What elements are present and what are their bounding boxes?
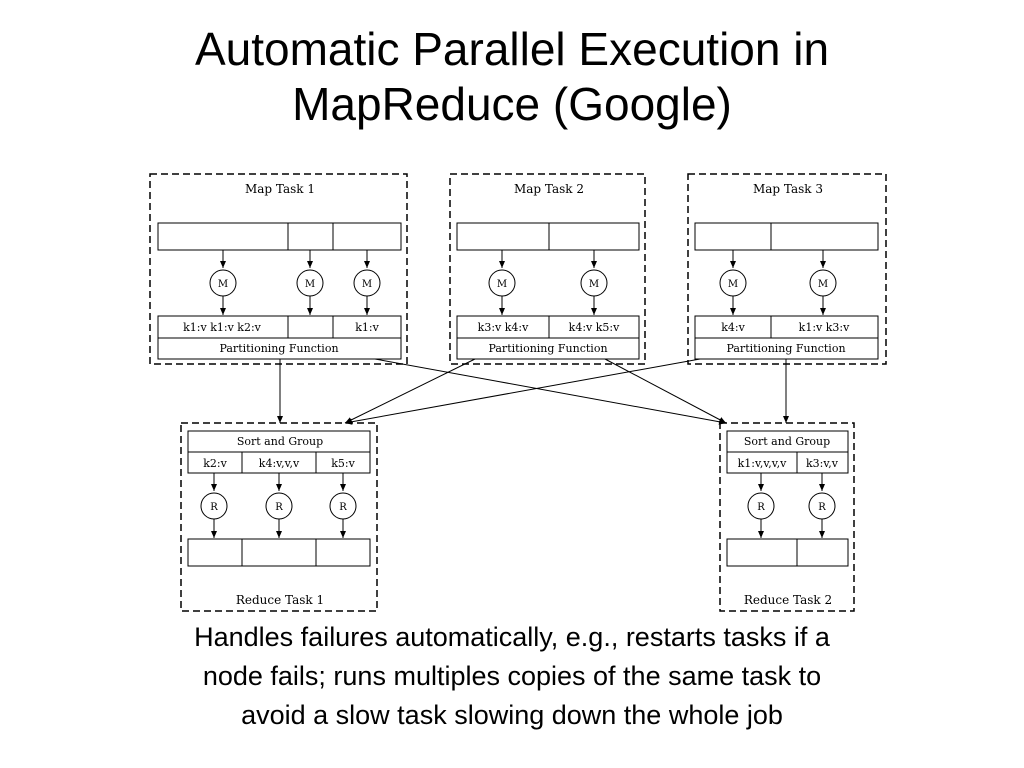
svg-text:M: M	[305, 279, 315, 290]
svg-text:R: R	[757, 502, 765, 513]
caption-line-1: Handles failures automatically, e.g., re…	[194, 622, 830, 652]
mapper-node: M	[809, 269, 837, 297]
map-task-1-label: Map Task 1	[245, 182, 315, 196]
reduce-task-2: Sort and Group k1:v,v,v,v k3:v,v R R Red…	[719, 422, 855, 612]
reducer-node: R	[747, 492, 775, 520]
reduce-group-cell: k3:v,v	[806, 457, 839, 470]
mapper-node: M	[296, 269, 324, 297]
map-output-cell: k1:v	[355, 321, 379, 334]
map-task-1-frame	[149, 173, 408, 365]
svg-text:R: R	[275, 502, 283, 513]
map-task-3-frame	[687, 173, 887, 365]
slide-title-line-1: Automatic Parallel Execution in	[194, 23, 830, 75]
reducer-node: R	[808, 492, 836, 520]
map-task-1: Map Task 1 M M M	[149, 173, 408, 365]
caption-line-3: avoid a slow task slowing down the whole…	[241, 700, 783, 730]
reduce-task-1-label: Reduce Task 1	[236, 593, 324, 607]
map-task-1-partitioning-function: Partitioning Function	[157, 337, 402, 360]
map-task-3-input-splits	[694, 222, 879, 251]
svg-text:Sort and Group: Sort and Group	[744, 435, 830, 448]
svg-text:Partitioning Function: Partitioning Function	[726, 342, 845, 355]
map-task-1-output-buffer: k1:v k1:v k2:v k1:v	[157, 315, 402, 339]
map-task-2-input-splits	[456, 222, 640, 251]
map-task-2-label: Map Task 2	[514, 182, 584, 196]
map-task-2-partitioning-function: Partitioning Function	[456, 337, 640, 360]
reduce-task-1-arrows	[211, 473, 346, 538]
svg-text:R: R	[339, 502, 347, 513]
slide-title-line-2: MapReduce (Google)	[292, 78, 732, 130]
reducer-node: R	[329, 492, 357, 520]
reduce-task-2-label: Reduce Task 2	[744, 593, 832, 607]
reduce-group-cell: k5:v	[331, 457, 355, 470]
reduce-task-1: Sort and Group k2:v k4:v,v,v k5:v R R	[180, 422, 378, 612]
reduce-task-1-groups: k2:v k4:v,v,v k5:v	[187, 451, 371, 474]
reduce-task-2-groups: k1:v,v,v,v k3:v,v	[726, 451, 849, 474]
mapper-node: M	[719, 269, 747, 297]
map-task-2-arrows	[499, 250, 597, 315]
reducer-node: R	[200, 492, 228, 520]
svg-text:Sort and Group: Sort and Group	[237, 435, 323, 448]
reduce-task-1-frame	[180, 422, 378, 612]
svg-text:R: R	[818, 502, 826, 513]
svg-text:M: M	[218, 279, 228, 290]
mapper-node: M	[353, 269, 381, 297]
reduce-group-cell: k2:v	[203, 457, 227, 470]
map-task-3-label: Map Task 3	[753, 182, 823, 196]
svg-text:M: M	[728, 279, 738, 290]
svg-text:M: M	[589, 279, 599, 290]
map-task-3-output-buffer: k4:v k1:v k3:v	[694, 315, 879, 339]
mapper-node: M	[580, 269, 608, 297]
reduce-task-1-output	[187, 538, 371, 567]
mapper-node: M	[209, 269, 237, 297]
slide-title: Automatic Parallel Execution in MapReduc…	[0, 22, 1024, 132]
map-task-1-arrows	[220, 250, 370, 315]
reduce-group-cell: k4:v,v,v	[259, 457, 300, 470]
caption-line-2: node fails; runs multiples copies of the…	[202, 661, 822, 691]
reduce-task-2-frame	[719, 422, 855, 612]
svg-text:M: M	[362, 279, 372, 290]
map-output-cell: k3:v k4:v	[478, 321, 529, 334]
map-task-2-output-buffer: k3:v k4:v k4:v k5:v	[456, 315, 640, 339]
reduce-task-2-arrows	[758, 473, 825, 538]
map-output-cell: k1:v k3:v	[799, 321, 850, 334]
map-task-1-input-splits	[157, 222, 402, 251]
map-output-cell: k4:v k5:v	[569, 321, 620, 334]
map-task-3-arrows	[730, 250, 826, 315]
svg-text:Partitioning Function: Partitioning Function	[219, 342, 338, 355]
reduce-group-cell: k1:v,v,v,v	[738, 457, 788, 470]
svg-text:R: R	[210, 502, 218, 513]
mapper-node: M	[488, 269, 516, 297]
svg-text:Partitioning Function: Partitioning Function	[488, 342, 607, 355]
reduce-task-2-output	[726, 538, 849, 567]
map-task-3: Map Task 3 M M k4:v k1:v k3:v Partitio	[687, 173, 887, 365]
svg-text:M: M	[818, 279, 828, 290]
map-task-3-partitioning-function: Partitioning Function	[694, 337, 879, 360]
map-task-2-frame	[449, 173, 646, 365]
map-output-cell: k4:v	[721, 321, 745, 334]
reduce-task-1-sort-and-group: Sort and Group	[187, 430, 371, 453]
map-output-cell: k1:v k1:v k2:v	[183, 321, 262, 334]
reduce-task-2-sort-and-group: Sort and Group	[726, 430, 849, 453]
map-task-2: Map Task 2 M M k3:v k4:v k4:v k5:v Par	[449, 173, 646, 365]
slide-caption: Handles failures automatically, e.g., re…	[60, 618, 964, 735]
reducer-node: R	[265, 492, 293, 520]
shuffle-arrows	[277, 358, 789, 425]
svg-text:M: M	[497, 279, 507, 290]
